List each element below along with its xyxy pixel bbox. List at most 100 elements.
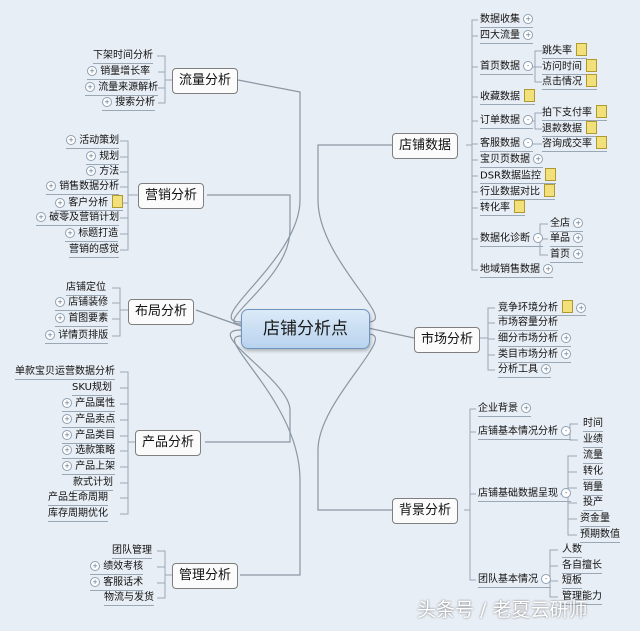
leaf-item[interactable]: + 店铺装修 <box>55 296 109 311</box>
leaf-item[interactable]: 营销的感觉 <box>69 243 119 258</box>
expand-icon[interactable]: + <box>533 154 544 164</box>
leaf-item[interactable]: 人数 <box>562 543 582 558</box>
leaf-item[interactable]: + 产品卖点 <box>62 413 116 428</box>
note-icon[interactable] <box>586 59 597 72</box>
leaf-item[interactable]: 企业背景 + <box>478 402 532 417</box>
leaf-item[interactable]: 投产 <box>583 496 603 511</box>
topic-background-analysis[interactable]: 背景分析 <box>392 498 459 524</box>
leaf-item[interactable]: 四大流量 + <box>480 29 534 44</box>
expand-icon[interactable]: + <box>90 561 100 571</box>
collapse-icon[interactable]: - <box>533 233 544 243</box>
expand-icon[interactable]: + <box>62 461 72 471</box>
expand-icon[interactable]: + <box>87 66 97 76</box>
expand-icon[interactable]: + <box>55 297 65 307</box>
note-icon[interactable] <box>596 136 607 149</box>
leaf-item[interactable]: + 销量增长率 <box>87 65 151 80</box>
expand-icon[interactable]: + <box>62 430 72 440</box>
leaf-item[interactable]: + 客户分析 <box>55 195 124 211</box>
leaf-item[interactable]: 退款数据 <box>542 121 597 137</box>
leaf-item[interactable]: 店铺基础数据呈现 - <box>478 487 572 502</box>
note-icon[interactable] <box>562 300 573 313</box>
leaf-item[interactable]: 宝贝页数据 + <box>480 153 544 168</box>
leaf-item[interactable]: 库存周期优化 <box>48 507 108 522</box>
leaf-item[interactable]: 业绩 <box>583 433 603 448</box>
leaf-item[interactable]: 转化 <box>583 465 603 480</box>
leaf-item[interactable]: 类目市场分析 + <box>498 348 572 363</box>
expand-icon[interactable]: + <box>543 264 554 274</box>
topic-market-analysis[interactable]: 市场分析 <box>414 327 481 353</box>
leaf-item[interactable]: 单款宝贝运营数据分析 <box>15 365 115 380</box>
leaf-item[interactable]: 细分市场分析 + <box>498 332 572 347</box>
leaf-item[interactable]: 收藏数据 <box>480 89 535 105</box>
collapse-icon[interactable]: - <box>561 426 572 436</box>
leaf-item[interactable]: 市场容量分析 <box>498 316 558 331</box>
leaf-item[interactable]: 转化率 <box>480 200 525 216</box>
leaf-item[interactable]: 时间 <box>583 417 603 432</box>
leaf-item[interactable]: 款式计划 <box>73 476 113 491</box>
expand-icon[interactable]: + <box>573 218 584 228</box>
collapse-icon[interactable]: - <box>541 574 552 584</box>
expand-icon[interactable]: + <box>521 403 532 413</box>
leaf-item[interactable]: 店铺定位 <box>66 281 106 296</box>
leaf-item[interactable]: 地域销售数据 + <box>480 263 554 278</box>
leaf-item[interactable]: + 搜索分析 <box>102 96 156 111</box>
topic-management-analysis[interactable]: 管理分析 <box>172 563 239 589</box>
note-icon[interactable] <box>545 168 556 181</box>
expand-icon[interactable]: + <box>523 14 534 24</box>
leaf-item[interactable]: + 产品类目 <box>62 429 116 444</box>
leaf-item[interactable]: 短板 <box>562 574 582 589</box>
leaf-item[interactable]: + 选款策略 <box>62 444 116 459</box>
expand-icon[interactable]: + <box>576 302 587 313</box>
leaf-item[interactable]: 各自擅长 <box>562 559 602 574</box>
note-icon[interactable] <box>586 121 597 134</box>
topic-product-analysis[interactable]: 产品分析 <box>135 430 202 456</box>
leaf-item[interactable]: 团队管理 <box>112 544 152 559</box>
leaf-item[interactable]: + 规划 <box>86 150 120 165</box>
note-icon[interactable] <box>514 200 525 213</box>
leaf-item[interactable]: 跳失率 <box>542 43 587 59</box>
leaf-item[interactable]: 管理能力 <box>562 590 602 605</box>
leaf-item[interactable]: 访问时间 <box>542 59 597 75</box>
note-icon[interactable] <box>576 43 587 56</box>
leaf-item[interactable]: + 流量来源解析 <box>85 81 159 96</box>
leaf-item[interactable]: 数据化诊断 - <box>480 232 544 247</box>
expand-icon[interactable]: + <box>45 330 55 340</box>
expand-icon[interactable]: + <box>55 313 65 323</box>
leaf-item[interactable]: SKU规划 <box>72 381 112 396</box>
central-topic[interactable]: 店铺分析点 <box>241 309 370 349</box>
note-icon[interactable] <box>112 195 124 208</box>
leaf-item[interactable]: 单品 + <box>550 232 584 247</box>
expand-icon[interactable]: + <box>65 228 75 238</box>
expand-icon[interactable]: + <box>90 577 100 587</box>
leaf-item[interactable]: + 首图要素 <box>55 312 109 327</box>
leaf-item[interactable]: 资金量 <box>580 512 610 527</box>
leaf-item[interactable]: 首页 + <box>550 248 584 263</box>
expand-icon[interactable]: + <box>561 349 572 359</box>
leaf-item[interactable]: 首页数据 - <box>480 60 534 75</box>
topic-traffic-analysis[interactable]: 流量分析 <box>172 68 239 94</box>
leaf-item[interactable]: 竞争环境分析 + <box>498 300 587 316</box>
leaf-item[interactable]: 下架时间分析 <box>93 49 153 64</box>
leaf-item[interactable]: 预期数值 <box>580 528 620 543</box>
leaf-item[interactable]: 全店 + <box>550 217 584 232</box>
note-icon[interactable] <box>544 184 555 197</box>
leaf-item[interactable]: + 产品属性 <box>62 397 116 412</box>
expand-icon[interactable]: + <box>561 333 572 343</box>
leaf-item[interactable]: + 破零及营销计划 <box>36 211 120 226</box>
leaf-item[interactable]: 点击情况 <box>542 74 597 90</box>
expand-icon[interactable]: + <box>86 166 96 176</box>
expand-icon[interactable]: + <box>85 82 95 92</box>
leaf-item[interactable]: 产品生命周期 <box>48 491 108 506</box>
leaf-item[interactable]: 流量 <box>583 449 603 464</box>
expand-icon[interactable]: + <box>62 414 72 424</box>
leaf-item[interactable]: 行业数据对比 <box>480 184 555 200</box>
note-icon[interactable] <box>596 105 607 118</box>
leaf-item[interactable]: + 绩效考核 <box>90 560 144 575</box>
expand-icon[interactable]: + <box>66 135 76 145</box>
topic-store-data[interactable]: 店铺数据 <box>392 133 459 159</box>
collapse-icon[interactable]: - <box>523 115 534 125</box>
expand-icon[interactable]: + <box>62 398 72 408</box>
leaf-item[interactable]: 数据收集 + <box>480 13 534 28</box>
leaf-item[interactable]: 订单数据 - <box>480 114 534 129</box>
leaf-item[interactable]: 客服数据 - <box>480 137 534 152</box>
